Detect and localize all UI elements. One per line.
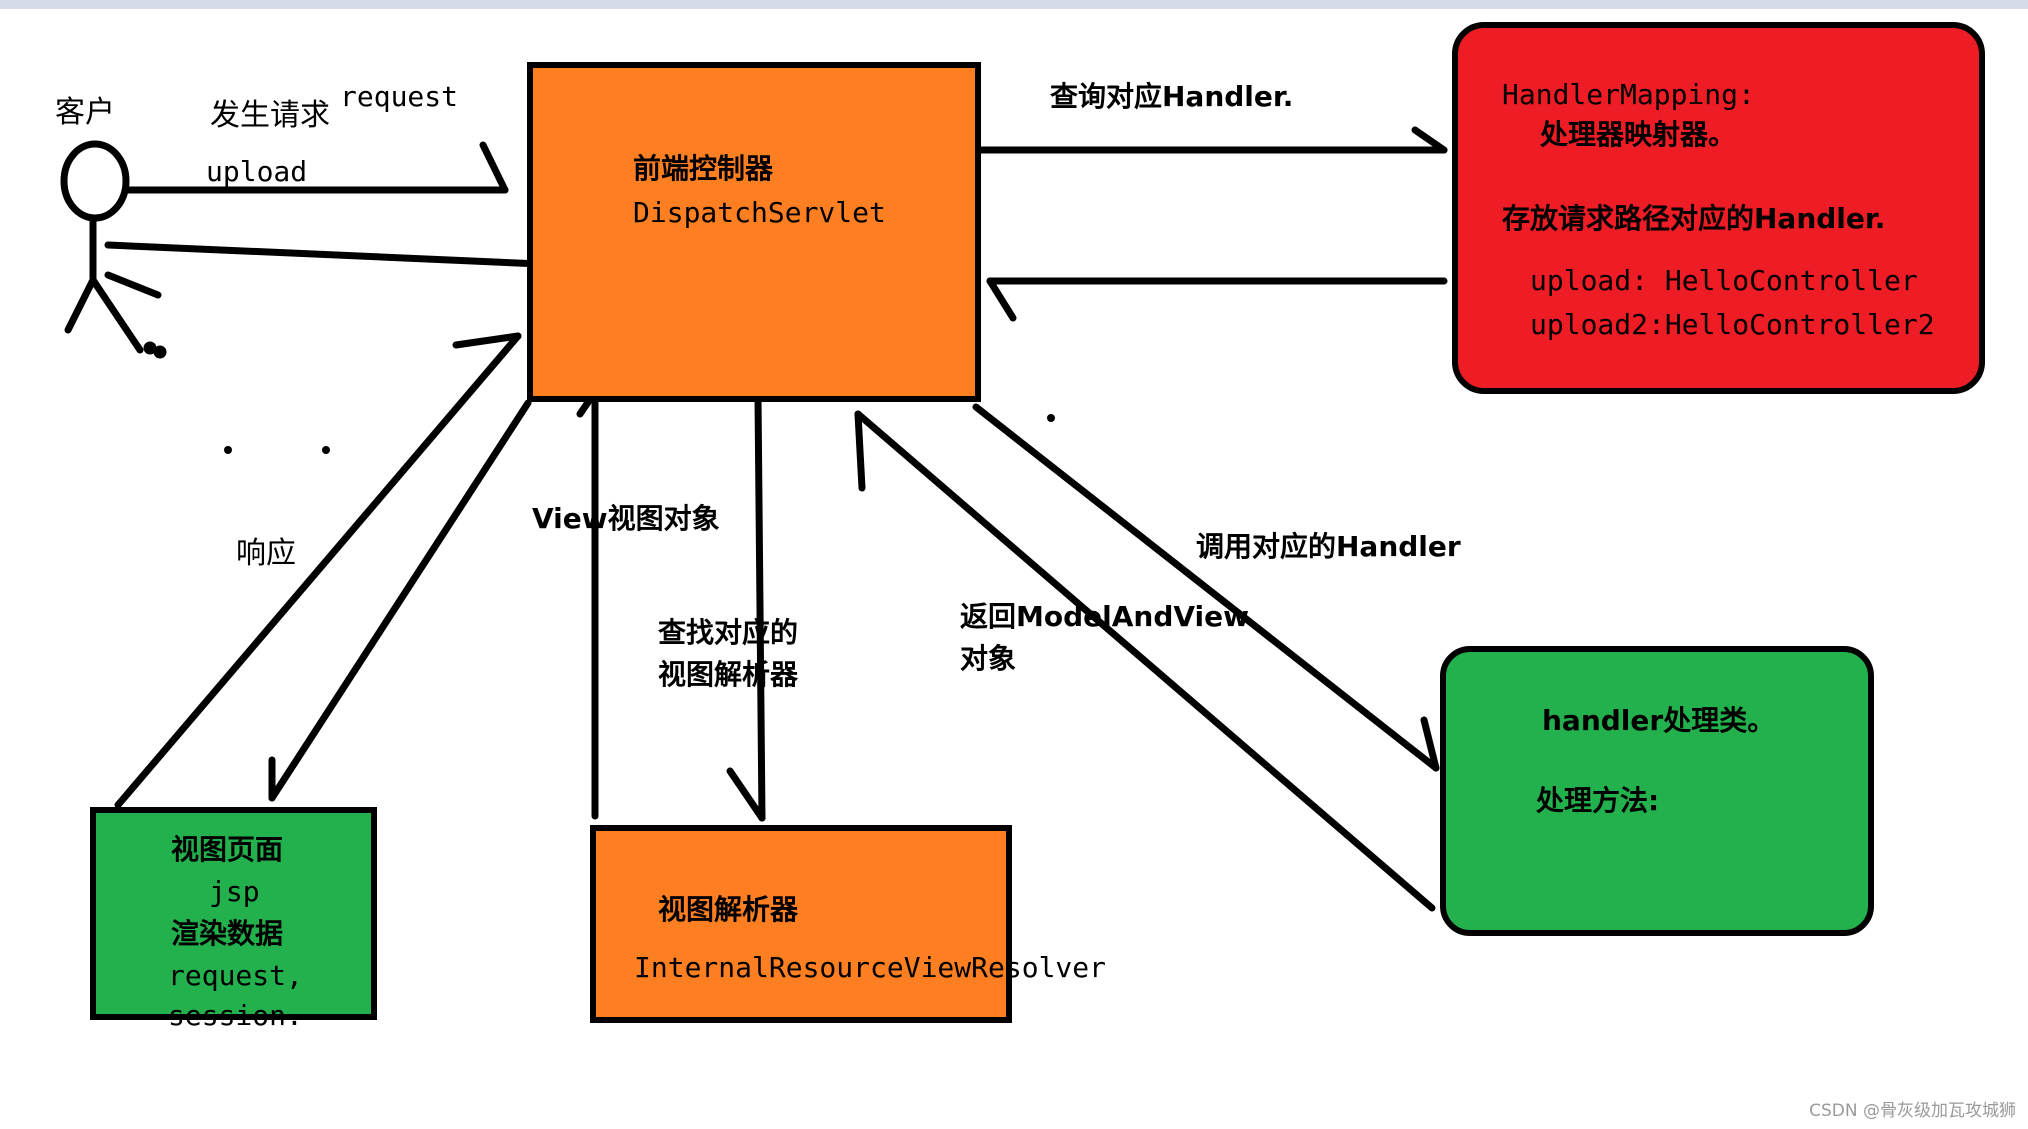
send-request-label: 发生请求 (210, 98, 330, 133)
request-label: request (340, 80, 459, 113)
arrow-response (114, 332, 522, 809)
view-page-line-3: 渲染数据 (171, 917, 284, 950)
view-page-box: 视图页面 jsp 渲染数据 request, session. (90, 807, 377, 1032)
dispatcher-class-name: DispatchServlet (633, 196, 886, 229)
arrow-request (122, 141, 509, 194)
handler-mapping-subtitle: 处理器映射器。 (1540, 118, 1737, 151)
arrow-return-model-and-view (854, 410, 1436, 912)
arrow-dispatcher-to-view-page (268, 399, 532, 802)
arrow-find-view-resolver (726, 394, 766, 822)
handler-method: 处理方法: (1536, 784, 1660, 817)
stick-figure-icon (60, 140, 167, 359)
handler-mapping-box: HandlerMapping: 处理器映射器。 存放请求路径对应的Handler… (1452, 22, 1985, 394)
client-label: 客户 (55, 95, 115, 130)
query-handler-label: 查询对应Handler. (1050, 80, 1294, 113)
view-page-line-4: request, (168, 959, 303, 992)
view-page-line-1: 视图页面 (171, 833, 284, 866)
view-object-label: View视图对象 (532, 502, 720, 535)
return-mav-label-2: 对象 (960, 642, 1017, 675)
call-handler-label: 调用对应的Handler (1196, 530, 1461, 563)
handler-title: handler处理类。 (1542, 704, 1776, 737)
view-page-line-2: jsp (209, 875, 260, 908)
arrow-call-handler (972, 403, 1440, 772)
line-dispatcher-to-client (104, 241, 548, 268)
top-bar (0, 0, 2028, 9)
handler-mapping-entry-2: upload2:HelloController2 (1530, 308, 1935, 341)
handler-mapping-entry-1: upload: HelloController (1530, 264, 1918, 297)
view-resolver-title: 视图解析器 (658, 893, 799, 926)
find-resolver-label-1: 查找对应的 (658, 616, 799, 649)
handler-box: handler处理类。 处理方法: (1440, 646, 1874, 936)
upload-label: upload (206, 155, 308, 188)
return-mav-label-1: 返回ModelAndView (960, 600, 1250, 633)
response-label: 响应 (236, 536, 296, 571)
arrow-return-handler (986, 277, 1448, 322)
handler-mapping-title: HandlerMapping: (1502, 78, 1755, 111)
arrow-query-handler (974, 126, 1448, 154)
view-resolver-class-name: InternalResourceViewResolver (634, 951, 1107, 984)
find-resolver-label-2: 视图解析器 (658, 658, 799, 691)
dispatcher-title: 前端控制器 (633, 152, 774, 185)
arrow-view-object (576, 388, 599, 820)
view-resolver-box: 视图解析器 InternalResourceViewResolver (590, 825, 1106, 1023)
dispatcher-servlet-box: 前端控制器 DispatchServlet (527, 62, 981, 402)
view-page-line-5: session. (168, 999, 303, 1032)
handler-mapping-desc: 存放请求路径对应的Handler. (1502, 202, 1886, 235)
watermark: CSDN @骨灰级加瓦攻城狮 (1809, 1101, 2016, 1121)
